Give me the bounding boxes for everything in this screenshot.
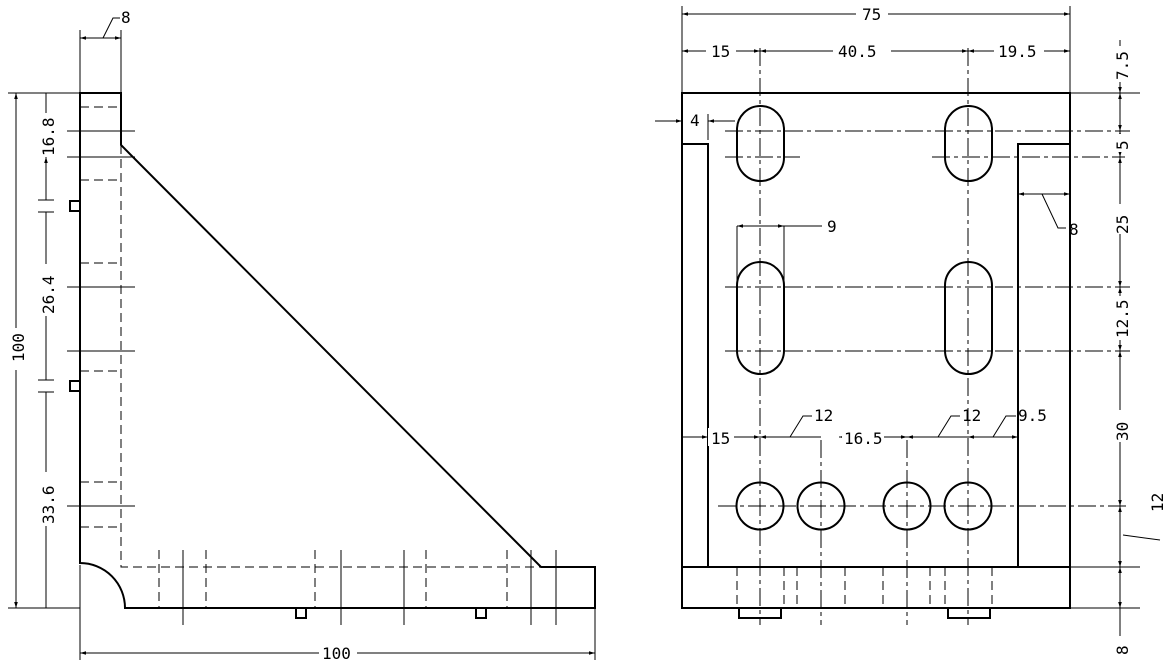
dim-rib-gap-label: 4 bbox=[690, 111, 700, 130]
side-boss-bottom-right bbox=[475, 607, 487, 619]
dim-hole-zone-label: 30 bbox=[1113, 422, 1132, 441]
dim-slot-zone-label: 25 bbox=[1113, 215, 1132, 234]
dim-left-chain: 16.8 26.4 33.6 bbox=[36, 93, 58, 608]
side-boss-bottom-left bbox=[295, 607, 307, 619]
dim-rib-step-label: 5 bbox=[1113, 140, 1132, 150]
dim-hole-dia-right-label: 12 bbox=[962, 406, 981, 425]
plan-view: 75 15 40.5 19.5 4 9 bbox=[655, 4, 1167, 656]
dim-hole-right-offset-label: 9.5 bbox=[1018, 406, 1047, 425]
dim-hole-spacing-label: 16.5 bbox=[844, 429, 883, 448]
dim-top-edge-label: 7.5 bbox=[1113, 51, 1132, 80]
dim-top-width-label: 8 bbox=[121, 8, 131, 27]
dim-base-thickness-label: 8 bbox=[1113, 645, 1132, 655]
dim-rib-gap: 4 bbox=[655, 110, 735, 140]
side-view: 8 100 16.8 26.4 33.6 bbox=[6, 8, 596, 663]
side-view-center-lines bbox=[67, 130, 557, 625]
dim-plan-overall-width-label: 75 bbox=[862, 5, 881, 24]
dim-left-offset-label: 15 bbox=[711, 42, 730, 61]
dim-slot-length-label: 12.5 bbox=[1113, 299, 1132, 338]
dim-right-offset-label: 19.5 bbox=[998, 42, 1037, 61]
dim-hole-dia-left-label: 12 bbox=[814, 406, 833, 425]
side-view-hidden-lines bbox=[80, 106, 557, 608]
dim-seg-upper-label: 16.8 bbox=[39, 117, 58, 156]
dim-plan-top-chain: 15 40.5 19.5 bbox=[682, 42, 1070, 61]
side-view-outline bbox=[79, 92, 596, 609]
dim-plan-hole-chain: 15 12 16.5 12 9.5 bbox=[682, 406, 1047, 448]
dim-overall-height-label: 100 bbox=[9, 333, 28, 362]
plan-center-lines bbox=[718, 48, 1130, 625]
dim-hole-dia-side-label: 12 bbox=[1148, 493, 1167, 512]
dim-overall-height: 100 bbox=[6, 92, 80, 609]
dim-hole-left-offset-label: 15 bbox=[711, 429, 730, 448]
dim-slot-spacing-label: 40.5 bbox=[838, 42, 877, 61]
dim-seg-middle-label: 26.4 bbox=[39, 275, 58, 314]
dim-bottom-length: 100 bbox=[79, 565, 596, 663]
plan-rib-right bbox=[1017, 143, 1070, 567]
dim-slot-width: 9 bbox=[736, 217, 837, 280]
dim-plan-overall-width: 75 bbox=[681, 4, 1071, 93]
plan-hidden-lines bbox=[736, 567, 993, 608]
dim-rib-thickness: 8 bbox=[1018, 192, 1079, 239]
dim-plan-right-chain: 7.5 5 25 12.5 30 8 12 bbox=[1070, 40, 1167, 656]
side-boss-upper bbox=[69, 200, 81, 212]
side-boss-lower bbox=[69, 380, 81, 392]
dim-rib-thickness-label: 8 bbox=[1069, 220, 1079, 239]
dim-slot-width-label: 9 bbox=[827, 217, 837, 236]
plan-rib-left bbox=[682, 143, 709, 567]
dim-bottom-length-label: 100 bbox=[322, 644, 351, 663]
plan-slots bbox=[736, 105, 993, 375]
dim-top-width: 8 bbox=[79, 8, 131, 93]
dim-seg-lower-label: 33.6 bbox=[39, 485, 58, 524]
plan-boss-right bbox=[947, 607, 991, 619]
